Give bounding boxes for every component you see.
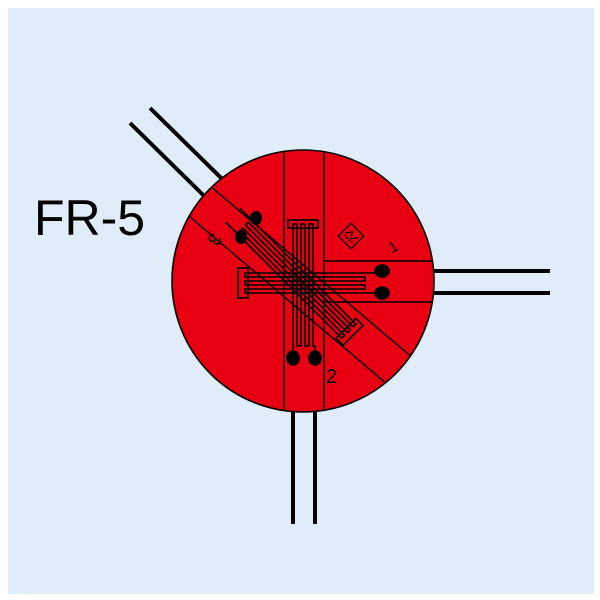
grid-2-pad-b xyxy=(308,350,322,366)
grid-label-2: 2 xyxy=(326,366,337,388)
grid-1-horizontal xyxy=(237,264,390,300)
grid-3-diagonal xyxy=(225,207,365,347)
model-label: FR-5 xyxy=(34,190,146,246)
manufacturer-logo-icon xyxy=(337,222,365,250)
grid-1-pad-b xyxy=(374,286,390,300)
grid-2-pad-a xyxy=(286,350,300,366)
grid-3-pad-b xyxy=(250,211,262,225)
grid-3-pad-a xyxy=(235,230,247,244)
grid-1-pad-a xyxy=(374,264,390,278)
